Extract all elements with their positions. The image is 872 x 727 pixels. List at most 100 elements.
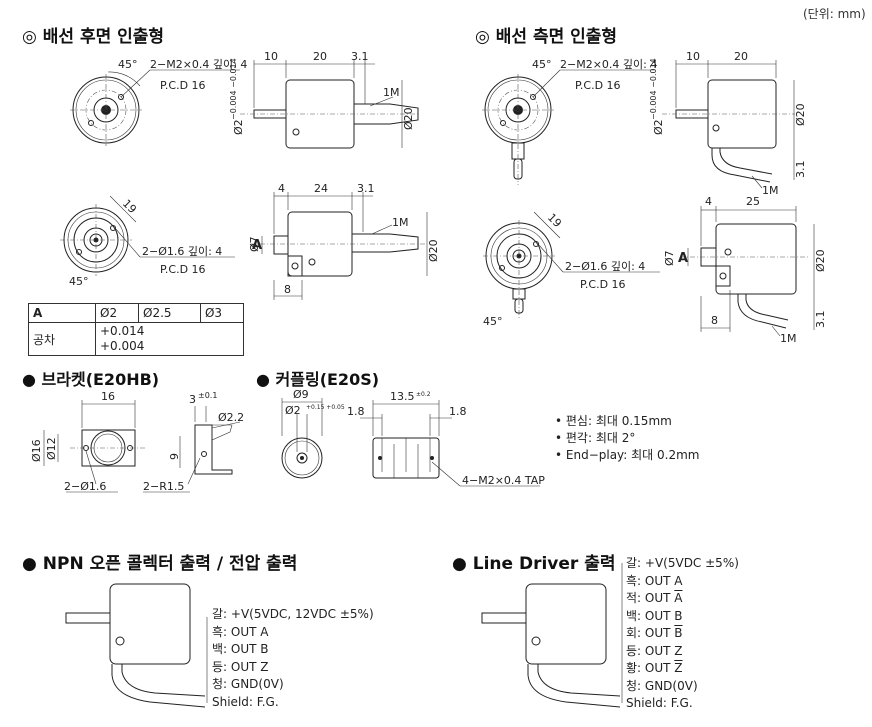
dim-24: 24	[314, 182, 328, 195]
side-dim-45deg-2: 45°	[483, 315, 503, 328]
bracket-dim-hole: 2−Ø1.6	[64, 480, 106, 493]
side-dim-45deg: 45°	[532, 58, 552, 71]
coupling-dim-dia2-tol: +0.15 +0.05	[306, 404, 345, 411]
tol-row-label: 공차	[28, 322, 96, 356]
coupling-notes: • 편심: 최대 0.15mm • 편각: 최대 2° • End−play: …	[555, 413, 700, 464]
dim-dia20: Ø20	[402, 107, 415, 130]
side-dim-25: 25	[746, 195, 760, 208]
dim-dia7: Ø7	[248, 236, 261, 252]
bracket-dim-dia16: Ø16	[30, 439, 43, 462]
side-dim-1m-b: 1M	[780, 332, 797, 345]
wire-signal: OUT Z	[644, 643, 683, 658]
wire-color: 흑:	[212, 624, 231, 639]
wire-signal: OUT Z	[644, 661, 683, 675]
wire-signal: GND(0V)	[230, 677, 284, 691]
wire-color: 적:	[626, 591, 645, 605]
wire-color: 황:	[626, 661, 645, 675]
dim-4: 4	[278, 182, 285, 195]
side-dim-3-1: 3.1	[794, 161, 807, 179]
npn-encoder-drawing	[65, 583, 208, 708]
bracket-dim-dia12: Ø12	[45, 437, 58, 460]
tol-value-lower: +0.004	[100, 339, 145, 353]
side-dim-dia7: Ø7	[663, 250, 676, 266]
bracket-drawing: 16 Ø16 Ø12 2−Ø1.6 9 3 ±0.1 Ø2.2 2−R1.5	[30, 390, 244, 493]
tol-row-values: +0.014 +0.004	[95, 322, 244, 356]
side-dim-pcd-2: P.C.D 16	[580, 278, 626, 291]
wire-signal: F.G.	[256, 694, 279, 709]
tol-header-dia3: Ø3	[199, 303, 245, 323]
side-dim-pcd: P.C.D 16	[575, 79, 621, 92]
dim-45deg-2: 45°	[69, 275, 89, 288]
wire-signal: GND(0V)	[644, 678, 698, 693]
side-dim-hole-depth: 2−Ø1.6 깊이: 4	[565, 260, 645, 273]
bracket-dim-9: 9	[168, 453, 181, 460]
tol-header-dia2: Ø2	[94, 303, 140, 323]
side-dim-20: 20	[734, 50, 748, 63]
wire-signal: +V(5VDC ±5%)	[644, 556, 739, 570]
wire-color: 청:	[626, 678, 645, 693]
wire-row: 적: OUT A	[626, 590, 739, 608]
side-dim-dia20-b: Ø20	[814, 249, 827, 272]
dim-3-1: 3.1	[351, 50, 369, 63]
coupling-dim-1-8a: 1.8	[347, 405, 365, 418]
heading-npn-output: ● NPN 오픈 콜렉터 출력 / 전압 출력	[22, 554, 298, 574]
dim-label-a: A	[252, 238, 262, 253]
wire-row: 청: GND(0V)	[212, 676, 374, 694]
wire-row: 백: OUT B	[626, 608, 739, 626]
wire-row: Shield: F.G.	[212, 694, 374, 712]
dim-shaft-tol: −0.004 −0.014	[229, 58, 238, 120]
npn-wire-list: 갈: +V(5VDC, 12VDC ±5%)흑: OUT A 백: OUT B 등:…	[212, 606, 374, 711]
wire-color: 백:	[212, 642, 231, 656]
side-front-view: 45° 2−M2×0.4 깊이: 4 P.C.D 16	[482, 58, 657, 185]
wire-color: Shield:	[212, 694, 257, 709]
wire-row: 청: GND(0V)	[626, 678, 739, 696]
wire-signal: OUT Z	[230, 659, 269, 674]
side-dim-10: 10	[686, 50, 700, 63]
side-dim-label-a: A	[678, 251, 688, 266]
wire-signal: OUT A	[644, 591, 683, 605]
dim-1m-b: 1M	[392, 216, 409, 229]
wire-signal: OUT A	[230, 624, 269, 639]
wire-color: 회:	[626, 626, 645, 640]
wire-color: 갈:	[626, 556, 645, 570]
dim-19: 19	[120, 197, 139, 216]
dim-pcd: P.C.D 16	[160, 79, 206, 92]
wire-color: 등:	[212, 659, 231, 674]
dim-tap-depth: 2−M2×0.4 깊이: 4	[150, 58, 247, 71]
heading-coupling: ● 커플링(E20S)	[256, 370, 380, 389]
bracket-dim-3-tol: ±0.1	[198, 391, 217, 400]
bracket-dim-16: 16	[101, 390, 115, 403]
coupling-dim-13-5: 13.5	[390, 390, 415, 403]
dim-hole-depth: 2−Ø1.6 깊이: 4	[142, 245, 222, 258]
wire-signal: F.G.	[670, 696, 693, 710]
wire-row: 흑: OUT A	[626, 573, 739, 591]
tol-header-a: A	[28, 303, 96, 323]
dim-10: 10	[264, 50, 278, 63]
tol-value-upper: +0.014	[100, 324, 145, 338]
side-front-view-hub: 19 2−Ø1.6 깊이: 4 P.C.D 16 45°	[483, 211, 660, 328]
wire-color: 등:	[626, 643, 645, 658]
line-driver-encoder-drawing	[481, 563, 623, 708]
heading-side-wiring: ◎ 배선 측면 인출형	[475, 27, 618, 47]
wire-row: 회: OUT B	[626, 625, 739, 643]
wire-row: 등: OUT Z	[212, 659, 374, 677]
coupling-dim-1-8b: 1.8	[449, 405, 467, 418]
wire-signal: OUT B	[230, 642, 269, 656]
side-dim-19: 19	[545, 211, 564, 230]
note-angle: • 편각: 최대 2°	[555, 431, 636, 445]
dim-20: 20	[313, 50, 327, 63]
wire-row: 갈: +V(5VDC, 12VDC ±5%)	[212, 606, 374, 624]
wire-color: Shield:	[626, 696, 671, 710]
tol-header-dia2-5: Ø2.5	[138, 303, 201, 323]
dim-3-1b: 3.1	[357, 182, 375, 195]
tolerance-table: A Ø2 Ø2.5 Ø3 공차 +0.014 +0.004	[28, 303, 245, 356]
dim-45deg: 45°	[118, 58, 138, 71]
bracket-dim-r: 2−R1.5	[143, 480, 184, 493]
wire-color: 청:	[212, 677, 231, 691]
side-dim-3-1-b: 3.1	[814, 311, 827, 329]
side-dim-1m: 1M	[762, 184, 779, 197]
side-dim-4: 4	[705, 195, 712, 208]
wire-signal: OUT A	[644, 573, 683, 588]
bracket-dim-3: 3	[189, 393, 196, 406]
